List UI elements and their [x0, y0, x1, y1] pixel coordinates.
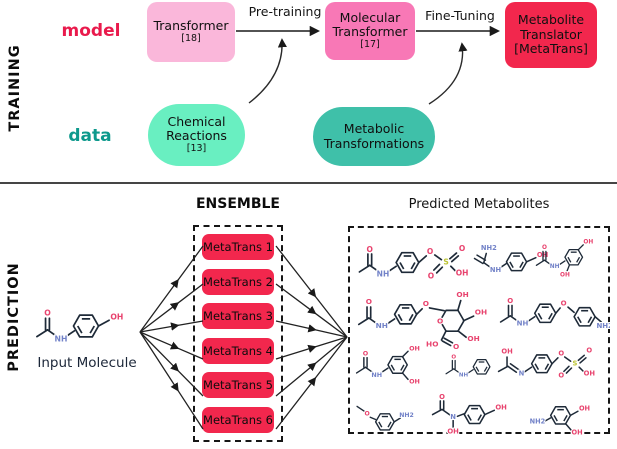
svg-text:O: O	[428, 272, 435, 281]
ensemble-list: MetaTrans 1 MetaTrans 2 MetaTrans 3 MetaTra…	[195, 227, 281, 440]
input-molecule-paracetamol: O NH OH	[36, 307, 124, 345]
training-section: TRAINING model data Transformer [18] Mol…	[0, 0, 617, 184]
transformer-box-ref: [18]	[181, 33, 201, 45]
svg-text:OH: OH	[467, 334, 479, 343]
svg-text:OH: OH	[572, 428, 583, 436]
svg-text:OH: OH	[475, 307, 487, 316]
svg-text:OH: OH	[447, 427, 459, 435]
metabolic-to-finetuning-arrow	[428, 42, 468, 105]
transformer-box: Transformer [18]	[147, 2, 235, 62]
chemical-reactions-bubble: Chemical Reactions [13]	[148, 104, 245, 166]
metabolite-translator-box: Metabolite Translator [MetaTrans]	[505, 2, 597, 68]
svg-text:OH: OH	[560, 272, 570, 277]
training-section-label: TRAINING	[7, 44, 23, 132]
svg-text:OH: OH	[583, 239, 593, 245]
svg-text:O: O	[423, 299, 429, 308]
prediction-section-label: PREDICTION	[6, 262, 22, 372]
model-row-label: model	[61, 21, 121, 41]
predicted-metabolites-title: Predicted Metabolites	[408, 197, 550, 212]
ensemble-box: MetaTrans 1 MetaTrans 2 MetaTrans 3 MetaTra…	[193, 225, 283, 442]
chemical-reactions-label: Chemical Reactions	[166, 113, 227, 144]
svg-text:OH: OH	[579, 404, 590, 412]
svg-text:OH: OH	[110, 312, 123, 321]
ensemble-model-box-4: MetaTrans 4	[202, 337, 274, 364]
svg-text:O: O	[363, 349, 369, 357]
finetuning-arrow-label: Fine-Tuning	[425, 8, 495, 23]
svg-text:OH: OH	[456, 269, 469, 278]
metabolic-transformations-bubble: Metabolic Transformations	[313, 107, 435, 166]
molecular-transformer-box: Molecular Transformer [17]	[325, 2, 415, 60]
chemreactions-to-pretraining-arrow	[248, 38, 287, 104]
svg-text:O: O	[365, 411, 370, 418]
metabolite-acetanilide: O NH	[445, 354, 491, 379]
svg-text:O: O	[366, 297, 372, 306]
svg-text:O: O	[558, 349, 564, 357]
svg-text:NH: NH	[550, 264, 560, 270]
input-molecule-label: Input Molecule	[37, 355, 137, 371]
svg-text:OH: OH	[501, 348, 513, 356]
metabolite-translator-box-label: Metabolite Translator	[517, 12, 585, 42]
molecular-transformer-box-ref: [17]	[360, 39, 380, 51]
svg-text:O: O	[437, 317, 443, 326]
svg-text:OH: OH	[456, 290, 468, 299]
svg-text:HO: HO	[426, 339, 438, 348]
svg-text:NH2: NH2	[481, 244, 497, 252]
svg-text:NH: NH	[55, 334, 68, 343]
pretraining-arrow-label: Pre-training	[248, 4, 322, 19]
svg-text:NH: NH	[490, 266, 501, 274]
svg-text:O: O	[439, 394, 445, 401]
chemical-reactions-ref: [13]	[186, 143, 207, 155]
svg-text:OH: OH	[409, 344, 420, 352]
svg-text:O: O	[561, 299, 567, 307]
ensemble-model-box-5: MetaTrans 5	[202, 372, 274, 399]
svg-text:NH: NH	[377, 270, 390, 279]
svg-text:OH: OH	[584, 370, 596, 378]
svg-text:NH2: NH2	[530, 418, 546, 426]
svg-text:NH: NH	[376, 321, 388, 330]
ensemble-title: ENSEMBLE	[195, 196, 280, 212]
svg-text:S: S	[572, 359, 577, 367]
svg-text:O: O	[451, 354, 456, 360]
metabolite-n-hydroxy-paracetamol: O N OH OH	[431, 394, 508, 436]
svg-text:OH: OH	[495, 403, 507, 411]
ensemble-model-box-2: MetaTrans 2	[202, 268, 274, 295]
svg-text:NH: NH	[517, 320, 529, 328]
svg-text:O: O	[427, 247, 434, 256]
predicted-metabolites-box: ONHOSOOOHNH2NHOHONHOHOHONHOOOHOHOHOHOONH…	[348, 226, 610, 437]
svg-text:N: N	[450, 413, 456, 421]
svg-text:NH: NH	[371, 371, 382, 379]
metabolic-transformations-label: Metabolic Transformations	[323, 121, 425, 151]
ensemble-to-output-arrows	[275, 245, 348, 430]
metabolite-acetamidophenyl-aminophenyl-ether: O NH O NH2	[499, 296, 610, 331]
ensemble-model-box-3: MetaTrans 3	[202, 303, 274, 330]
ensemble-model-box-1: MetaTrans 1	[202, 234, 274, 260]
svg-text:NH: NH	[459, 373, 469, 379]
molecular-transformer-box-label: Molecular Transformer	[332, 9, 408, 40]
svg-text:O: O	[459, 244, 466, 253]
svg-text:O: O	[542, 245, 547, 251]
metabolite-hydroxy-paracetamol: O NH OH OH	[355, 344, 421, 386]
svg-text:S: S	[443, 257, 448, 266]
svg-text:O: O	[453, 342, 459, 351]
svg-text:O: O	[586, 347, 592, 355]
metabolite-methoxyaniline: O NH2	[356, 405, 415, 431]
svg-text:N: N	[519, 370, 525, 378]
ensemble-model-box-6: MetaTrans 6	[202, 406, 274, 433]
svg-text:O: O	[44, 308, 51, 317]
svg-text:O: O	[507, 297, 513, 305]
svg-text:NH2: NH2	[399, 412, 414, 419]
svg-text:O: O	[558, 371, 564, 379]
svg-text:O: O	[367, 245, 374, 254]
svg-text:OH: OH	[409, 377, 420, 385]
data-row-label: data	[68, 126, 112, 146]
svg-text:NH2: NH2	[596, 322, 610, 330]
metabolite-translator-box-ref: [MetaTrans]	[514, 41, 588, 57]
transformer-box-label: Transformer	[153, 17, 229, 33]
